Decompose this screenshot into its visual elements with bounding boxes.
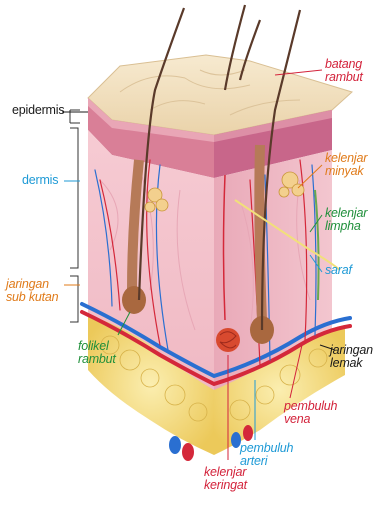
label-dermis: dermis: [22, 174, 58, 187]
label-epidermis: epidermis: [12, 104, 64, 117]
label-kelenjar-minyak: kelenjar minyak: [325, 152, 367, 178]
label-kelenjar-limpha: kelenjar limpha: [325, 207, 367, 233]
label-kelenjar-keringat: kelenjar keringat: [204, 466, 247, 492]
label-saraf: saraf: [325, 264, 352, 277]
layer-brackets: [70, 110, 80, 322]
label-jaringan-sub-kutan: jaringan sub kutan: [6, 278, 58, 304]
label-pembuluh-arteri: pembuluh arteri: [240, 442, 293, 468]
label-folikel-rambut: folikel rambut: [78, 340, 116, 366]
label-jaringan-lemak: jaringan lemak: [330, 344, 373, 370]
label-batang-rambut: batang rambut: [325, 58, 363, 84]
label-pembuluh-vena: pembuluh vena: [284, 400, 337, 426]
